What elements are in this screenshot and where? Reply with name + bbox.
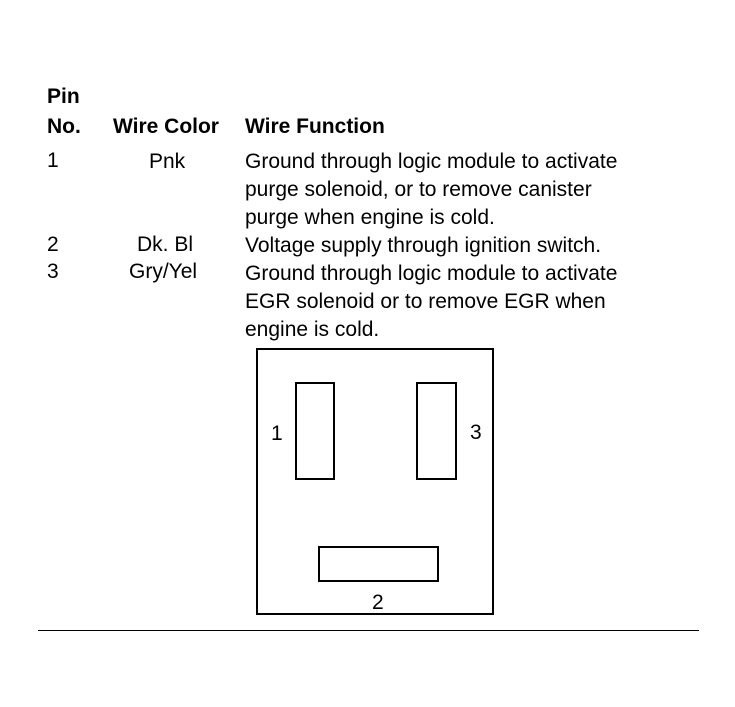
bottom-divider [38, 630, 699, 631]
terminal-2-slot [318, 546, 439, 582]
connector-face-outline [256, 348, 494, 615]
header-pin-label-line2: No. [47, 115, 81, 138]
row-1-function-line: purge solenoid, or to remove canister [245, 178, 592, 201]
terminal-3-slot [416, 382, 457, 480]
terminal-2-label: 2 [372, 591, 384, 614]
row-3-pin: 3 [47, 260, 59, 283]
terminal-1-label: 1 [271, 422, 283, 445]
row-3-function-line: engine is cold. [245, 318, 380, 341]
row-3-function: Ground through logic module to activate … [245, 260, 617, 344]
header-wire-function: Wire Function [245, 115, 385, 138]
row-2-function-line: Voltage supply through ignition switch. [245, 234, 602, 257]
header-pin-label-line1: Pin [47, 85, 80, 108]
row-2-function: Voltage supply through ignition switch. [245, 232, 601, 260]
row-3-color: Gry/Yel [129, 260, 198, 283]
row-2-pin: 2 [47, 233, 59, 256]
row-1-pin: 1 [47, 149, 59, 172]
row-1-function-line: Ground through logic module to activate [245, 150, 618, 173]
terminal-3-label: 3 [470, 421, 482, 444]
row-1-function-line: purge when engine is cold. [245, 206, 495, 229]
terminal-1-slot [295, 382, 335, 480]
row-1-color: Pnk [149, 150, 186, 173]
row-1-function: Ground through logic module to activate … [245, 148, 617, 232]
row-3-function-line: Ground through logic module to activate [245, 262, 618, 285]
header-wire-color: Wire Color [113, 115, 219, 138]
row-3-function-line: EGR solenoid or to remove EGR when [245, 290, 606, 313]
row-2-color: Dk. Bl [137, 233, 194, 256]
